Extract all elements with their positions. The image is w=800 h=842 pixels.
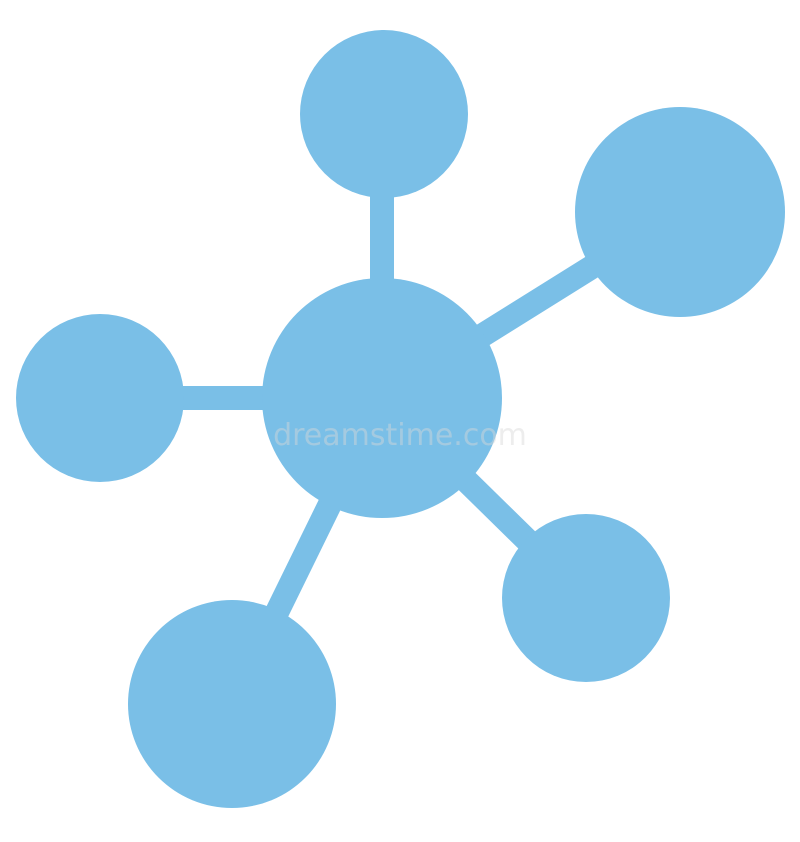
network-nodes	[16, 30, 785, 808]
node-bottom-right	[502, 514, 670, 682]
node-top-right	[575, 107, 785, 317]
node-bottom-left	[128, 600, 336, 808]
watermark-text: dreamstime.com	[273, 418, 527, 453]
node-left	[16, 314, 184, 482]
node-top	[300, 30, 468, 198]
node-center	[262, 278, 502, 518]
